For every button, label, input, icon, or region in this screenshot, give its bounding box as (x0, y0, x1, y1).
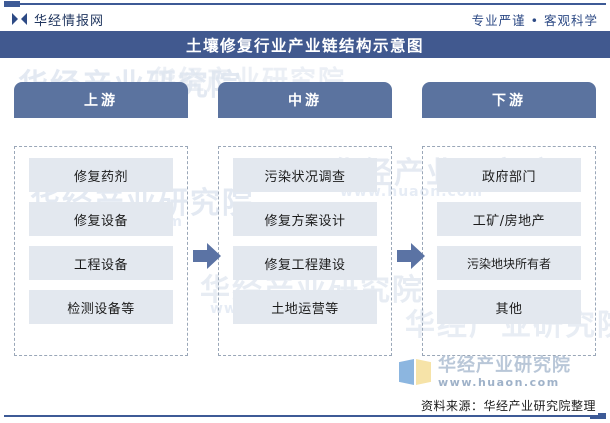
brand-identity: 华经情报网 (12, 10, 104, 29)
column-body-downstream: 政府部门 工矿/房地产 污染地块所有者 其他 (422, 146, 596, 356)
brand-slogan: 专业严谨 • 客观科学 (471, 12, 598, 28)
column-header-downstream: 下游 (422, 82, 596, 118)
title-band: 土壤修复行业产业链结构示意图 (0, 31, 610, 58)
bowtie-logo-icon (12, 12, 27, 26)
chain-column-downstream: 下游 政府部门 工矿/房地产 污染地块所有者 其他 (422, 82, 596, 356)
chain-node[interactable]: 工程设备 (29, 246, 173, 280)
chain-node[interactable]: 污染状况调查 (233, 158, 377, 192)
chain-column-upstream: 上游 修复药剂 修复设备 工程设备 检测设备等 (14, 82, 188, 356)
chain-node[interactable]: 修复药剂 (29, 158, 173, 192)
footer-logo: 华经产业研究院 www.huaon.com (398, 355, 571, 389)
right-arrow-icon (397, 243, 425, 269)
page-title: 土壤修复行业产业链结构示意图 (185, 36, 424, 55)
chain-node[interactable]: 修复方案设计 (233, 202, 377, 236)
source-note: 资料来源：华经产业研究院整理 (418, 396, 598, 415)
chain-node[interactable]: 土地运营等 (233, 290, 377, 324)
chain-node[interactable]: 其他 (437, 290, 581, 324)
column-header-upstream: 上游 (14, 82, 188, 118)
brand-bar: 华经情报网 专业严谨 • 客观科学 (0, 8, 610, 30)
brand-name: 华经情报网 (34, 13, 105, 29)
open-book-icon (398, 357, 432, 387)
top-divider-cap (4, 1, 20, 7)
chain-node[interactable]: 修复设备 (29, 202, 173, 236)
chain-node[interactable]: 工矿/房地产 (437, 202, 581, 236)
bottom-divider-rule (4, 415, 606, 417)
chain-node[interactable]: 检测设备等 (29, 290, 173, 324)
right-arrow-icon (193, 243, 221, 269)
chain-node[interactable]: 政府部门 (437, 158, 581, 192)
top-divider-rule (4, 3, 606, 5)
column-body-upstream: 修复药剂 修复设备 工程设备 检测设备等 (14, 146, 188, 356)
footer-logo-text: 华经产业研究院 www.huaon.com (438, 355, 571, 389)
column-header-midstream: 中游 (218, 82, 392, 118)
chain-node[interactable]: 修复工程建设 (233, 246, 377, 280)
footer-logo-name: 华经产业研究院 (438, 355, 571, 376)
column-body-midstream: 污染状况调查 修复方案设计 修复工程建设 土地运营等 (218, 146, 392, 356)
bottom-divider-cap (590, 413, 606, 419)
chain-node[interactable]: 污染地块所有者 (437, 246, 581, 280)
chain-column-midstream: 中游 污染状况调查 修复方案设计 修复工程建设 土地运营等 (218, 82, 392, 356)
footer-logo-url: www.huaon.com (438, 375, 560, 389)
value-chain-columns: 上游 修复药剂 修复设备 工程设备 检测设备等 中游 污染状况调查 修复方案设计… (0, 82, 610, 367)
